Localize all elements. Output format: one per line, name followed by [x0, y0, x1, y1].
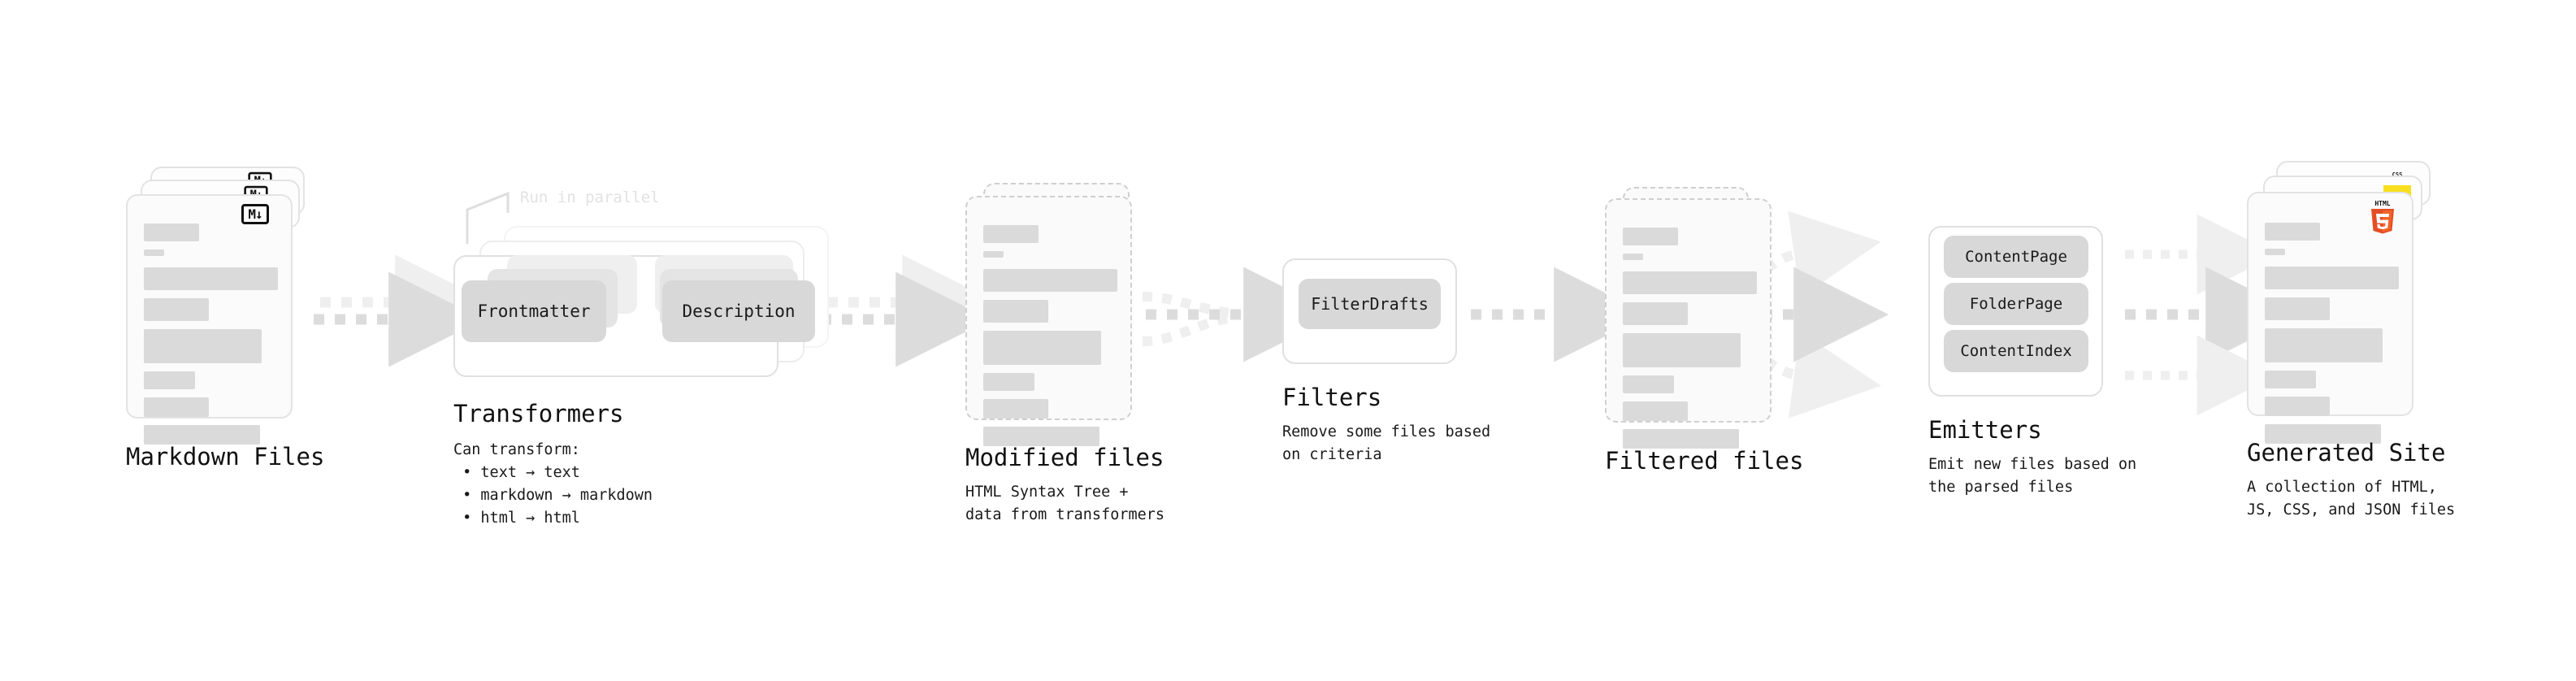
- html5-icon: HTML: [2367, 198, 2398, 234]
- markdown-files-card-stack: M↓ M↓ M↓: [126, 167, 313, 445]
- parallel-bracket: [466, 191, 510, 244]
- markdown-card-skeleton: [144, 223, 282, 453]
- arrow-emitters-to-site: [2125, 214, 2301, 416]
- skeleton-bar: [144, 329, 262, 363]
- skeleton-bar: [1623, 375, 1674, 393]
- folderpage-pill[interactable]: FolderPage: [1944, 283, 2088, 325]
- skeleton-bar: [2265, 267, 2399, 289]
- emitters-title: Emitters: [1928, 416, 2042, 444]
- skeleton-bar: [144, 425, 260, 445]
- skeleton-bar: [1623, 333, 1741, 367]
- skeleton-bar: [1623, 429, 1739, 449]
- skeleton-bar: [983, 373, 1034, 391]
- frontmatter-pill[interactable]: Frontmatter: [462, 280, 606, 342]
- filtered-card-skeleton: [1623, 228, 1761, 457]
- skeleton-bar: [144, 397, 209, 417]
- filters-title: Filters: [1282, 384, 1382, 411]
- modified-files-subtitle: HTML Syntax Tree + data from transformer…: [965, 484, 1165, 524]
- skeleton-bar: [1623, 271, 1757, 294]
- skeleton-bar: [983, 251, 1004, 258]
- markdown-files-title: Markdown Files: [126, 443, 325, 471]
- contentindex-pill[interactable]: ContentIndex: [1944, 330, 2088, 372]
- filters-subtitle: Remove some files based on criteria: [1282, 423, 1491, 464]
- transformers-subtitle: Can transform: • text → text • markdown …: [453, 441, 653, 527]
- run-in-parallel-label: Run in parallel: [520, 189, 660, 206]
- transformers-title: Transformers: [453, 400, 624, 427]
- filtered-files-title: Filtered files: [1605, 447, 1804, 475]
- skeleton-bar: [144, 267, 278, 290]
- skeleton-bar: [983, 399, 1048, 419]
- contentpage-pill[interactable]: ContentPage: [1944, 236, 2088, 278]
- skeleton-bar: [983, 300, 1048, 323]
- arrow-transformers-to-modified: [821, 254, 998, 367]
- filterdrafts-pill[interactable]: FilterDrafts: [1299, 279, 1441, 329]
- skeleton-bar: [2265, 424, 2381, 444]
- emitters-subtitle: Emit new files based on the parsed files: [1928, 456, 2137, 497]
- skeleton-bar: [2265, 371, 2316, 388]
- skeleton-bar: [2265, 328, 2383, 362]
- skeleton-bar: [983, 225, 1039, 243]
- skeleton-bar: [2265, 249, 2285, 255]
- skeleton-bar: [1623, 228, 1678, 245]
- description-pill[interactable]: Description: [662, 280, 815, 342]
- filtered-files-card-stack: [1605, 187, 1792, 449]
- arrow-markdown-to-transformers: [314, 254, 491, 367]
- skeleton-bar: [983, 427, 1099, 446]
- modified-card-skeleton: [983, 225, 1121, 454]
- skeleton-bar: [1623, 401, 1688, 421]
- markdown-badge-front: M↓: [241, 204, 269, 224]
- skeleton-bar: [144, 249, 164, 256]
- skeleton-bar: [2265, 297, 2330, 320]
- skeleton-bar: [144, 371, 195, 389]
- generated-site-title: Generated Site: [2247, 439, 2446, 466]
- site-card-skeleton: [2265, 223, 2403, 452]
- skeleton-bar: [983, 269, 1117, 292]
- skeleton-bar: [1623, 254, 1643, 260]
- skeleton-bar: [2265, 223, 2320, 241]
- generated-site-subtitle: A collection of HTML, JS, CSS, and JSON …: [2247, 479, 2456, 519]
- svg-text:HTML: HTML: [2374, 200, 2390, 207]
- css-badge-label: CSS: [2392, 171, 2403, 178]
- skeleton-bar: [2265, 397, 2330, 416]
- generated-site-card-stack: CSS HTML: [2247, 161, 2442, 444]
- modified-files-title: Modified files: [965, 444, 1164, 471]
- modified-files-card-stack: [965, 183, 1152, 446]
- skeleton-bar: [144, 298, 209, 321]
- skeleton-bar: [983, 331, 1101, 365]
- skeleton-bar: [1623, 302, 1688, 325]
- skeleton-bar: [144, 223, 199, 241]
- arrow-modified-to-filters: [1142, 267, 1339, 362]
